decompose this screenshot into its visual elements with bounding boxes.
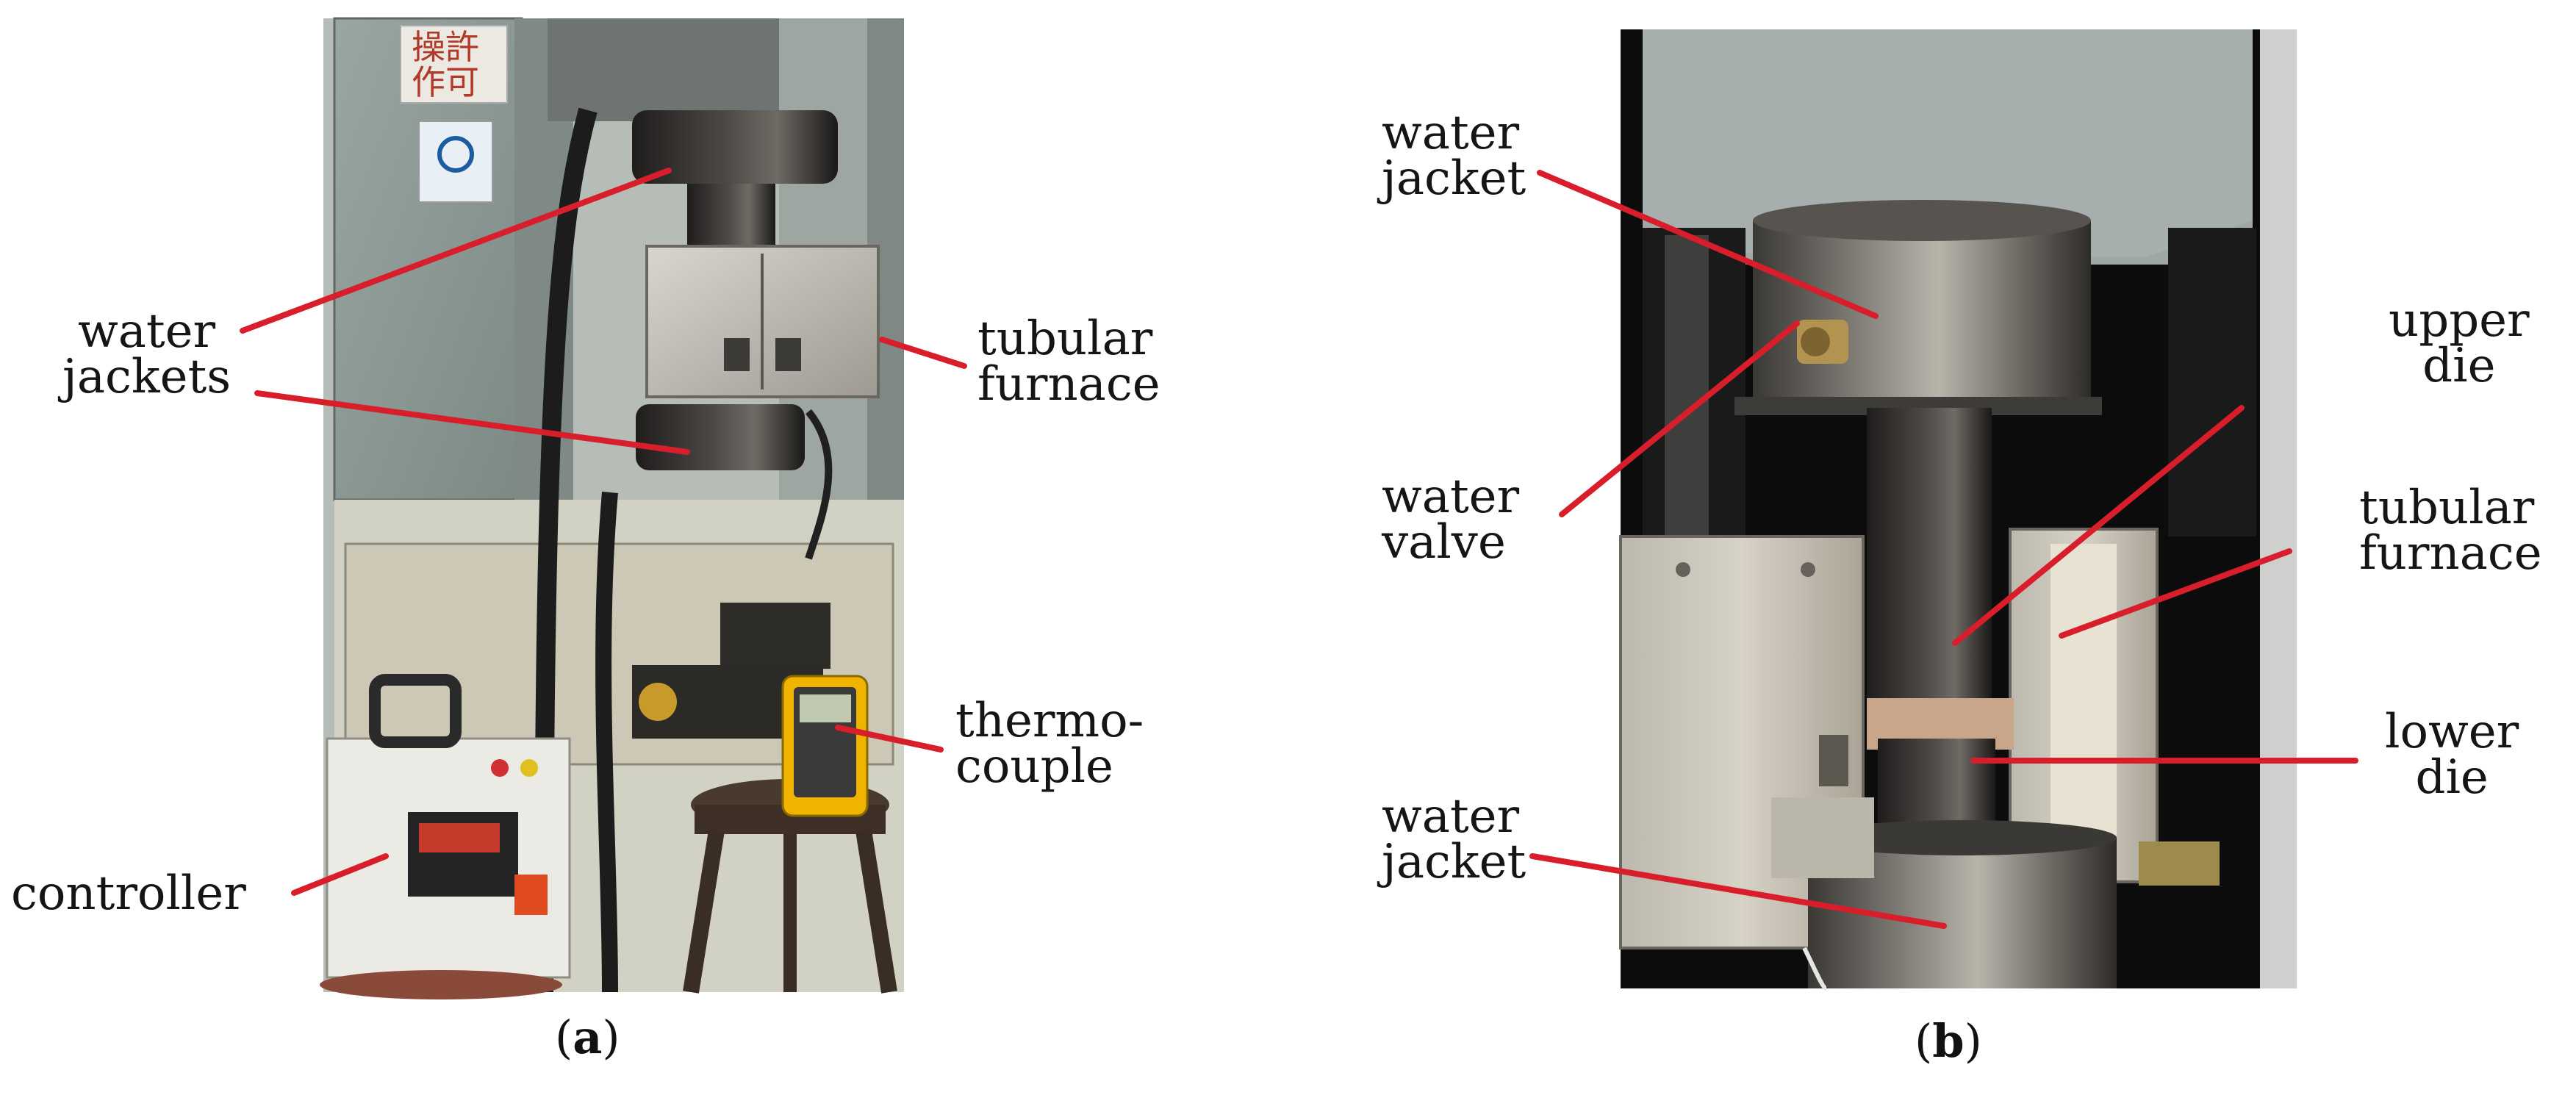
caption-b: (b) — [1915, 1014, 1982, 1068]
caption-b-letter: b — [1932, 1014, 1965, 1068]
label-upper-die: upper die — [2389, 293, 2530, 393]
label-thermocouple: thermo- couple — [955, 694, 1144, 794]
caption-a: (a) — [555, 1010, 620, 1064]
caption-a-close: ) — [602, 1010, 620, 1064]
label-lower-die: lower die — [2385, 705, 2519, 805]
leader-lines-panel-a — [240, 168, 967, 896]
leader-water-jacket-top — [1537, 170, 1879, 319]
label-tubular-furnace-a: tubular furnace — [977, 312, 1160, 412]
sign-text-line1: 操許 — [412, 27, 479, 67]
leader-water-jacket-upper — [240, 168, 672, 334]
label-water-jackets: water jackets — [62, 304, 232, 404]
caption-b-close: ) — [1964, 1014, 1982, 1068]
leader-lines-panel-b — [1529, 170, 2358, 929]
caption-a-open: ( — [555, 1010, 573, 1064]
leader-water-jacket-bottom — [1529, 853, 1947, 929]
leader-thermocouple — [835, 725, 944, 753]
leader-water-jacket-lower — [254, 390, 690, 455]
label-water-valve: water valve — [1382, 470, 1520, 570]
sign-text-line2: 作可 — [412, 62, 479, 102]
leader-controller — [291, 853, 389, 896]
photo-panel-a: 操許 作可 — [320, 17, 904, 999]
leader-upper-die — [1952, 405, 2245, 646]
leader-tubular-furnace-a — [879, 337, 967, 369]
leader-water-valve — [1559, 320, 1800, 517]
label-controller: controller — [11, 866, 246, 921]
leader-tubular-furnace-b — [2059, 548, 2292, 639]
photo-panel-b — [1619, 29, 2297, 991]
label-tubular-furnace-b: tubular furnace — [2359, 481, 2542, 581]
caption-a-letter: a — [573, 1010, 603, 1064]
label-water-jacket-top: water jacket — [1382, 106, 1526, 206]
label-water-jacket-bottom: water jacket — [1382, 789, 1526, 889]
caption-b-open: ( — [1915, 1014, 1933, 1068]
